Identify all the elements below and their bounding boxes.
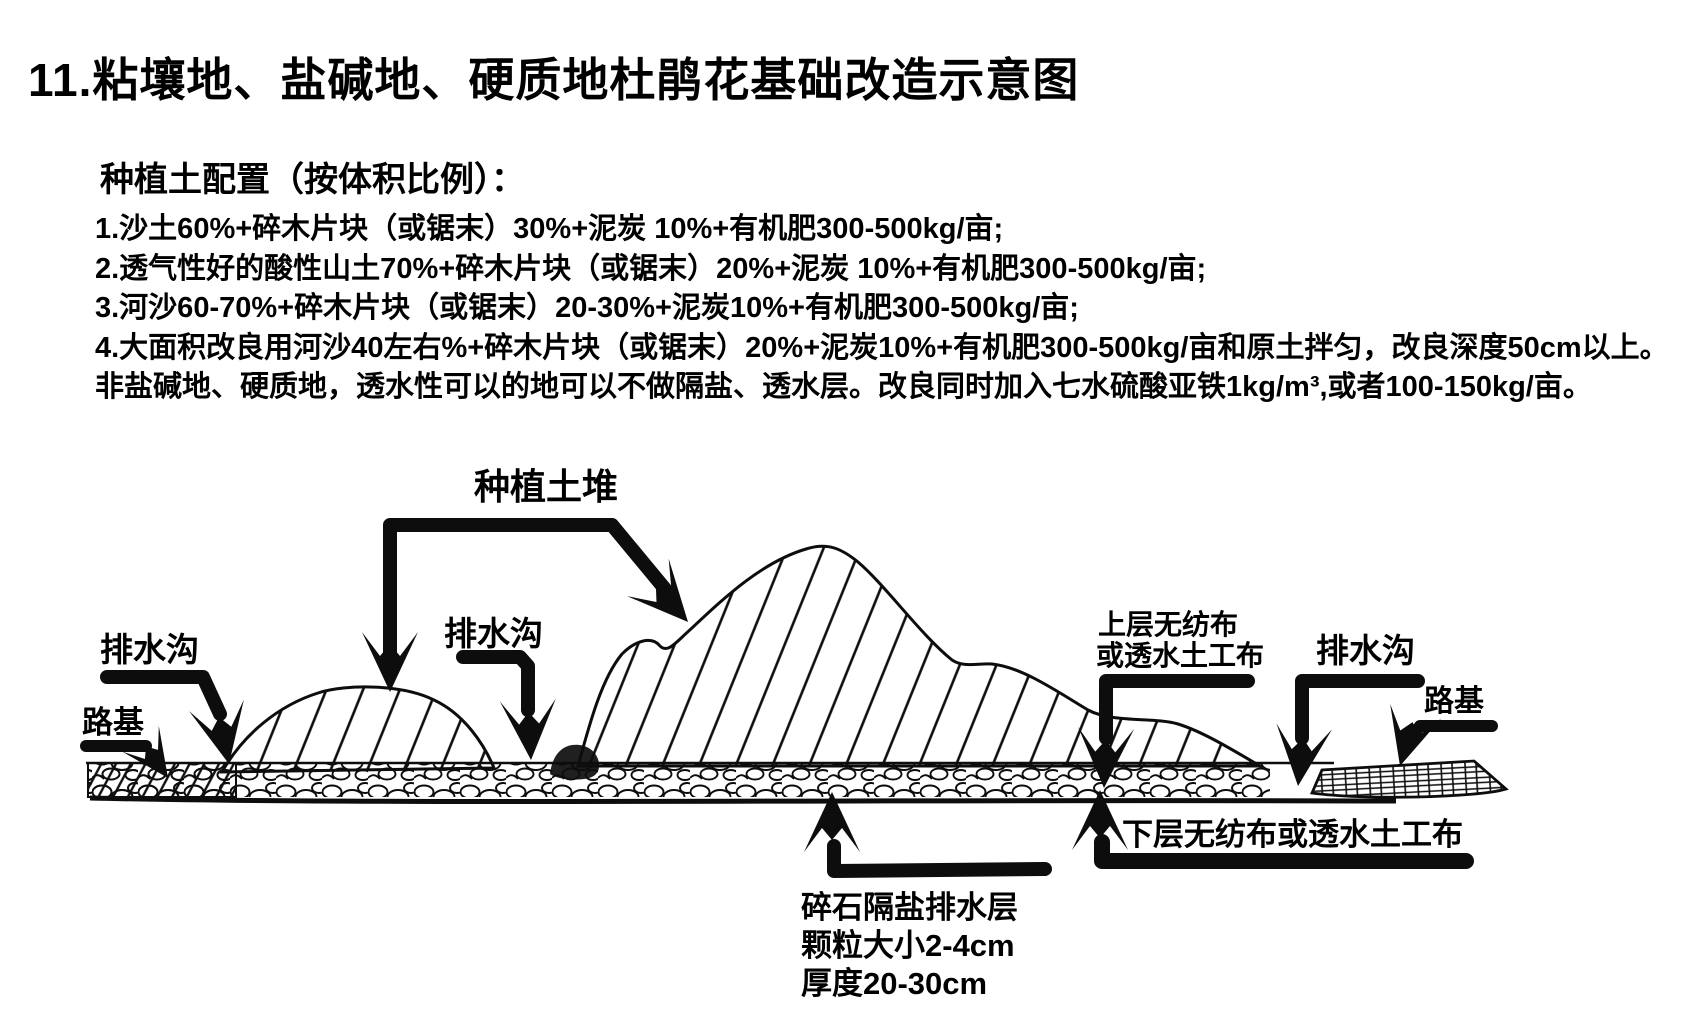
recipe-line-2: 2.透气性好的酸性山土70%+碎木片块（或锯末）20%+泥炭 10%+有机肥30… bbox=[95, 252, 1207, 285]
drain-middle-label: 排水沟 bbox=[444, 615, 543, 652]
roadbed-left-label: 路基 bbox=[82, 705, 144, 740]
big-mound bbox=[576, 544, 1266, 768]
roadbed-right-label: 路基 bbox=[1424, 685, 1484, 718]
gravel-layer-label-line3: 厚度20-30cm bbox=[801, 966, 987, 1001]
drain-left-label: 排水沟 bbox=[100, 631, 199, 668]
small-mound bbox=[219, 685, 497, 774]
callout-drain-left bbox=[100, 670, 227, 721]
callout-planting-mound bbox=[383, 518, 672, 659]
page-title: 11.粘壤地、盐碱地、硬质地杜鹃花基础改造示意图 bbox=[28, 54, 1080, 106]
recipe-line-3: 3.河沙60-70%+碎木片块（或锯末）20-30%+泥炭10%+有机肥300-… bbox=[95, 292, 1079, 324]
callout-gravel-layer bbox=[827, 839, 1052, 878]
drain-right-label: 排水沟 bbox=[1316, 632, 1415, 669]
drain-blob bbox=[550, 744, 600, 780]
recipe-note: 非盐碱地、硬质地，透水性可以的地可以不做隔盐、透水层。改良同时加入七水硫酸亚铁1… bbox=[95, 371, 1592, 403]
callout-upper-fabric bbox=[1099, 674, 1255, 745]
callout-lower-fabric bbox=[1094, 834, 1474, 869]
soil-mix-heading: 种植土配置（按体积比例）： bbox=[100, 161, 525, 199]
recipe-line-4: 4.大面积改良用河沙40左右%+碎木片块（或锯末）20%+泥炭10%+有机肥30… bbox=[95, 331, 1669, 364]
upper-fabric-label-line1: 上层无纺布 bbox=[1098, 609, 1238, 640]
callout-drain-middle bbox=[456, 650, 535, 717]
right-roadbed bbox=[1309, 759, 1509, 799]
planting-mound-label: 种植土堆 bbox=[474, 466, 618, 507]
lower-fabric-label: 下层无纺布或透水土工布 bbox=[1122, 817, 1463, 852]
soil-mix-list: 1.沙土60%+碎木片块（或锯末）30%+泥炭 10%+有机肥300-500kg… bbox=[95, 210, 1669, 408]
gravel-layer-label-line2: 颗粒大小2-4cm bbox=[801, 928, 1015, 963]
recipe-line-1: 1.沙土60%+碎木片块（或锯末）30%+泥炭 10%+有机肥300-500kg… bbox=[95, 213, 1004, 245]
ground-bottom-line bbox=[89, 795, 1397, 805]
callout-drain-right bbox=[1295, 674, 1425, 745]
upper-fabric-label-line2: 或透水土工布 bbox=[1096, 640, 1264, 671]
gravel-layer-label-line1: 碎石隔盐排水层 bbox=[801, 890, 1018, 925]
